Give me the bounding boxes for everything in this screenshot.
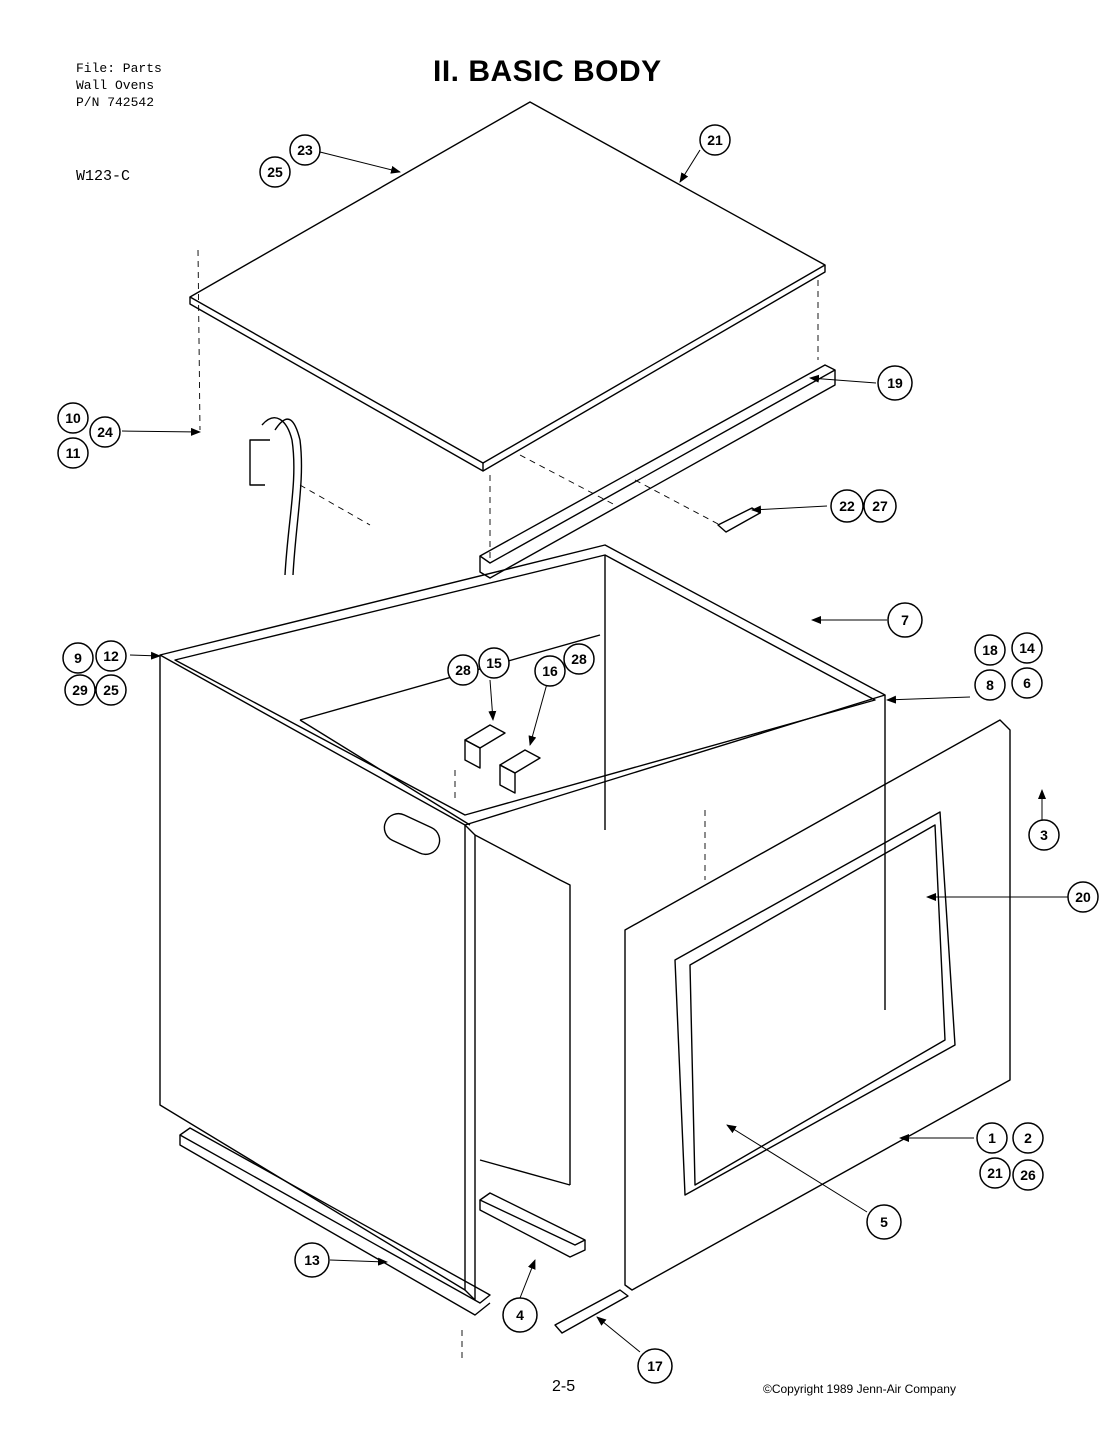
callout-21: 21 <box>699 124 731 156</box>
callout-25: 25 <box>259 156 291 188</box>
svg-text:27: 27 <box>872 498 888 514</box>
callout-5: 5 <box>866 1204 902 1240</box>
callout-16: 16 <box>534 655 566 687</box>
callout-leaders <box>121 149 1070 1353</box>
svg-text:7: 7 <box>901 612 909 628</box>
callout-numbers: 23 25 21 19 10 24 11 22 27 7 9 12 29 25 … <box>57 124 1099 1384</box>
callout-22: 22 <box>830 489 864 523</box>
svg-text:14: 14 <box>1019 640 1035 656</box>
page-number: 2-5 <box>552 1378 576 1395</box>
svg-text:9: 9 <box>74 650 82 666</box>
callout-23: 23 <box>289 134 321 166</box>
document-header: File: Parts Wall Ovens P/N 742542 <box>76 60 162 111</box>
callout-4: 4 <box>502 1297 538 1333</box>
svg-text:23: 23 <box>297 142 313 158</box>
svg-text:22: 22 <box>839 498 855 514</box>
svg-text:21: 21 <box>707 132 723 148</box>
callout-28: 28 <box>447 654 479 686</box>
bracket <box>717 507 761 533</box>
svg-text:8: 8 <box>986 677 994 693</box>
oven-cabinet <box>159 544 886 1301</box>
callout-14: 14 <box>1011 632 1043 664</box>
svg-text:28: 28 <box>455 662 471 678</box>
callout-11: 11 <box>57 437 89 469</box>
callout-25b: 25 <box>95 674 127 706</box>
product-label: Wall Ovens <box>76 78 155 93</box>
callout-12: 12 <box>95 640 127 672</box>
callout-9: 9 <box>62 642 94 674</box>
svg-text:26: 26 <box>1020 1167 1036 1183</box>
wiring-harness <box>249 417 303 576</box>
callout-7: 7 <box>887 602 923 638</box>
svg-text:5: 5 <box>880 1214 888 1230</box>
svg-text:25: 25 <box>267 164 283 180</box>
callout-19: 19 <box>877 365 913 401</box>
callout-20: 20 <box>1067 881 1099 913</box>
svg-text:18: 18 <box>982 642 998 658</box>
callout-2: 2 <box>1012 1122 1044 1154</box>
svg-text:24: 24 <box>97 424 113 440</box>
svg-text:3: 3 <box>1040 827 1048 843</box>
page-title: II. BASIC BODY <box>433 55 662 88</box>
callout-29: 29 <box>64 674 96 706</box>
svg-text:1: 1 <box>988 1130 996 1146</box>
callout-8: 8 <box>974 669 1006 701</box>
svg-text:20: 20 <box>1075 889 1091 905</box>
callout-28b: 28 <box>563 643 595 675</box>
copyright-notice: ©Copyright 1989 Jenn-Air Company <box>763 1382 956 1396</box>
svg-text:11: 11 <box>66 445 81 461</box>
callout-3: 3 <box>1028 819 1060 851</box>
alignment-lines <box>197 249 819 1360</box>
file-label: File: Parts <box>76 61 162 76</box>
callout-10: 10 <box>57 402 89 434</box>
svg-text:2: 2 <box>1024 1130 1032 1146</box>
svg-text:28: 28 <box>571 651 587 667</box>
model-number: W123-C <box>76 168 131 185</box>
front-bottom-rail <box>479 1192 586 1258</box>
svg-text:17: 17 <box>647 1358 663 1374</box>
svg-text:25: 25 <box>103 682 119 698</box>
svg-text:10: 10 <box>65 410 81 426</box>
bottom-rail <box>179 1127 491 1316</box>
svg-text:15: 15 <box>486 655 502 671</box>
svg-text:6: 6 <box>1023 675 1031 691</box>
front-frame <box>624 719 1011 1291</box>
callout-18: 18 <box>974 634 1006 666</box>
svg-text:21: 21 <box>987 1165 1003 1181</box>
callout-27: 27 <box>863 489 897 523</box>
callout-21b: 21 <box>979 1157 1011 1189</box>
part-number-label: P/N 742542 <box>76 95 155 110</box>
svg-text:13: 13 <box>304 1252 320 1268</box>
svg-text:12: 12 <box>103 648 119 664</box>
svg-text:19: 19 <box>887 375 903 391</box>
callout-13: 13 <box>294 1242 330 1278</box>
callout-1: 1 <box>976 1122 1008 1154</box>
callout-6: 6 <box>1011 667 1043 699</box>
trim-strip <box>554 1289 629 1334</box>
callout-15: 15 <box>478 647 510 679</box>
top-panel <box>189 101 826 472</box>
callout-17: 17 <box>637 1348 673 1384</box>
terminal-blocks <box>464 724 541 794</box>
svg-text:29: 29 <box>72 682 88 698</box>
svg-text:16: 16 <box>542 663 558 679</box>
callout-26: 26 <box>1012 1159 1044 1191</box>
svg-text:4: 4 <box>516 1307 524 1323</box>
top-rail <box>479 364 836 579</box>
callout-24: 24 <box>89 416 121 448</box>
